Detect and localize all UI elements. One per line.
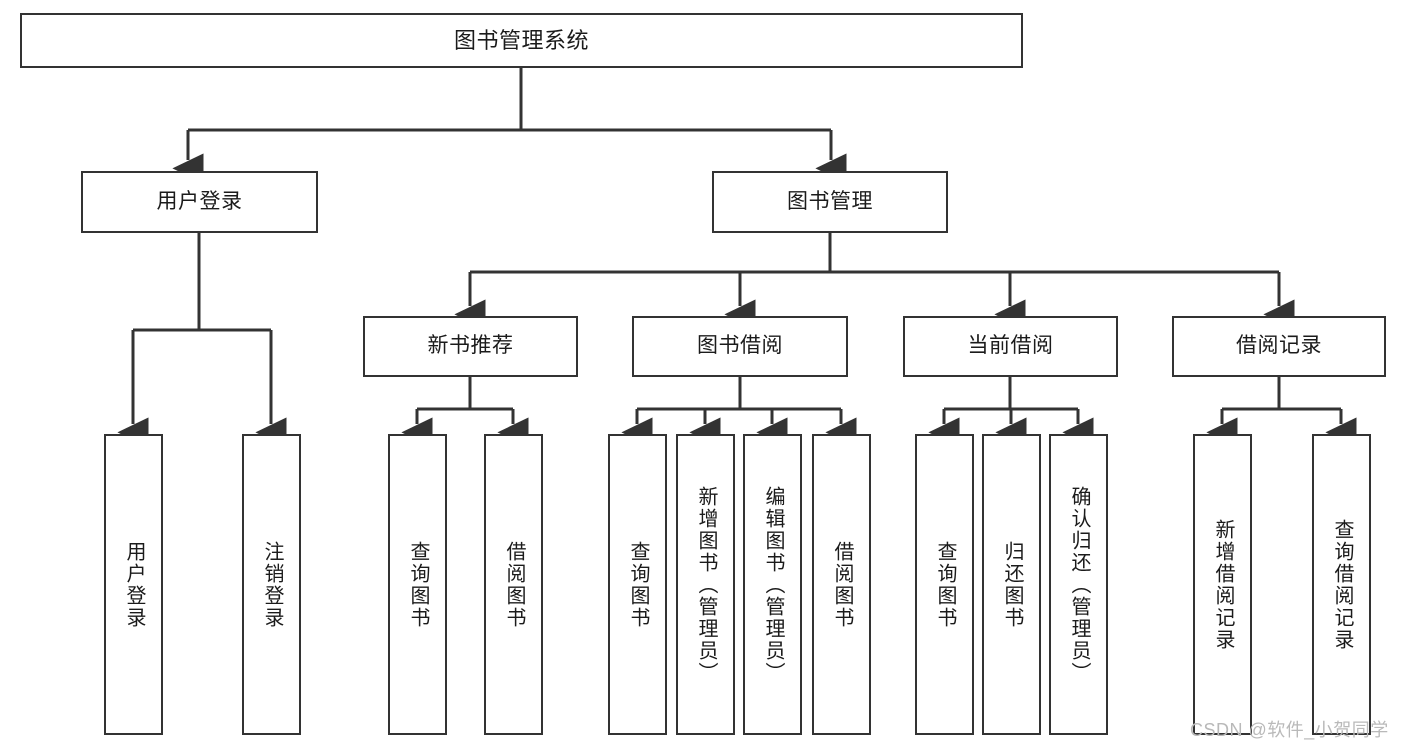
leaf-record-query-record[interactable]: 查询借阅记录: [1312, 434, 1371, 735]
leaf-borrow-borrow-book[interactable]: 借阅图书: [812, 434, 871, 735]
leaf-current-confirm-return-admin[interactable]: 确认归还（管理员）: [1049, 434, 1108, 735]
leaf-current-query-book[interactable]: 查询图书: [915, 434, 974, 735]
leaf-borrow-edit-book-admin[interactable]: 编辑图书（管理员）: [743, 434, 802, 735]
csdn-watermark: CSDN @软件_小贺同学: [1190, 720, 1389, 740]
node-borrow-record[interactable]: 借阅记录: [1172, 316, 1386, 377]
leaf-recommend-borrow-book[interactable]: 借阅图书: [484, 434, 543, 735]
leaf-user-login-logout[interactable]: 注销登录: [242, 434, 301, 735]
leaf-current-return-book[interactable]: 归还图书: [982, 434, 1041, 735]
node-book-borrow[interactable]: 图书借阅: [632, 316, 848, 377]
leaf-borrow-query-book[interactable]: 查询图书: [608, 434, 667, 735]
node-new-book-recommend[interactable]: 新书推荐: [363, 316, 578, 377]
node-root[interactable]: 图书管理系统: [20, 13, 1023, 68]
leaf-record-add-record[interactable]: 新增借阅记录: [1193, 434, 1252, 735]
leaf-recommend-query-book[interactable]: 查询图书: [388, 434, 447, 735]
node-current-borrow[interactable]: 当前借阅: [903, 316, 1118, 377]
node-user-login[interactable]: 用户登录: [81, 171, 318, 233]
leaf-borrow-add-book-admin[interactable]: 新增图书（管理员）: [676, 434, 735, 735]
node-book-management[interactable]: 图书管理: [712, 171, 948, 233]
leaf-user-login-login[interactable]: 用户登录: [104, 434, 163, 735]
